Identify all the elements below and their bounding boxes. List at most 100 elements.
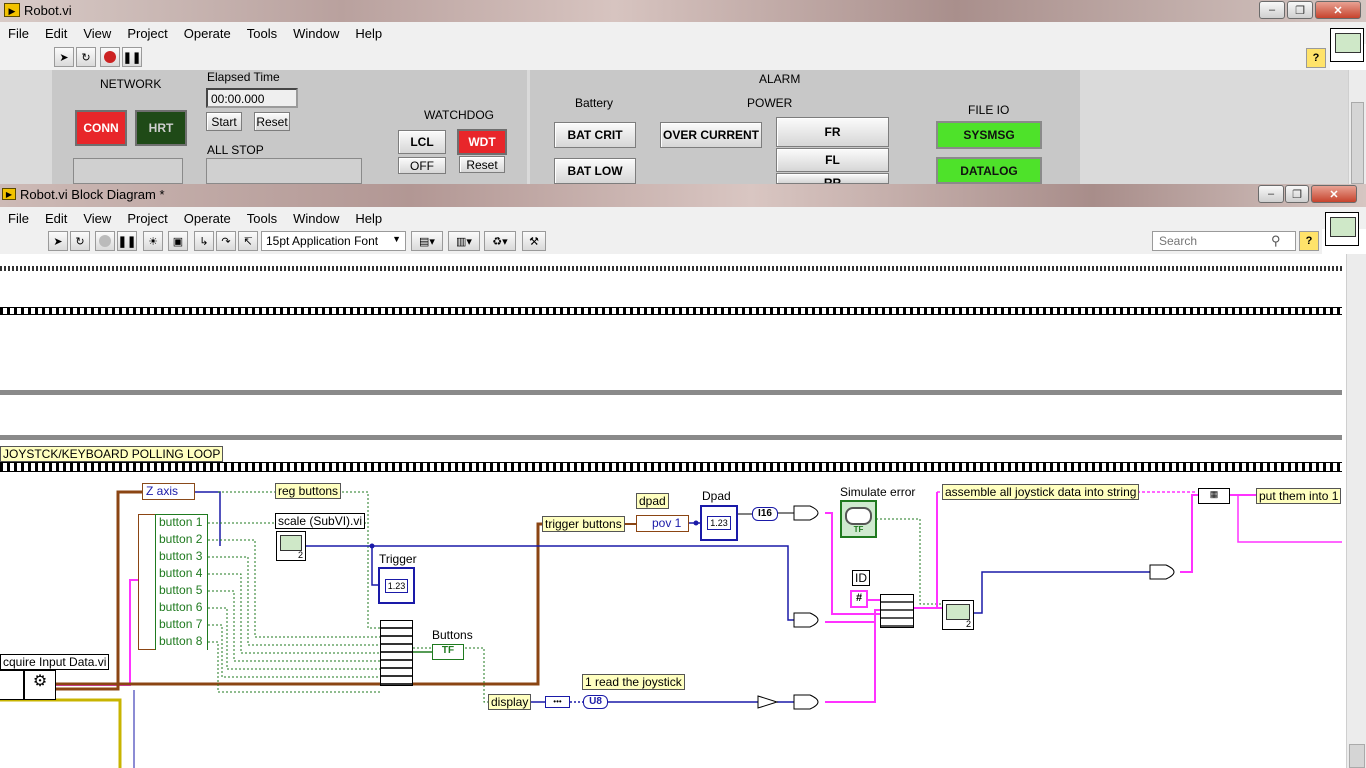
step-over-icon[interactable]: ↷ bbox=[216, 231, 236, 251]
buttons-list: button 1 button 2 button 3 button 4 butt… bbox=[155, 514, 208, 651]
diagram-wires bbox=[0, 490, 1342, 768]
off-button[interactable]: OFF bbox=[398, 157, 446, 174]
network-blank-control[interactable] bbox=[73, 158, 183, 184]
search-input[interactable] bbox=[1157, 233, 1271, 249]
highlight-execution-icon[interactable]: ☀ bbox=[143, 231, 163, 251]
simulate-error-control: TF bbox=[840, 500, 877, 538]
button-6-element: button 6 bbox=[156, 600, 207, 617]
polling-loop-label: JOYSTCK/KEYBOARD POLLING LOOP bbox=[0, 446, 224, 462]
all-stop-button[interactable] bbox=[206, 158, 362, 184]
wdt-led[interactable]: WDT bbox=[457, 129, 507, 155]
menu-edit[interactable]: Edit bbox=[44, 25, 68, 41]
chevron-down-icon: ▼ bbox=[392, 234, 401, 244]
block-diagram-title: Robot.vi Block Diagram * bbox=[20, 187, 165, 202]
bd-run-continuously-icon[interactable]: ↻ bbox=[70, 231, 90, 251]
pause-icon[interactable]: ❚❚ bbox=[122, 47, 142, 67]
scale-subvi-label: scale (SubVI).vi bbox=[275, 513, 366, 529]
menu-project[interactable]: Project bbox=[127, 25, 168, 41]
lcl-button[interactable]: LCL bbox=[398, 130, 446, 154]
fp-minimize-button[interactable]: – bbox=[1259, 1, 1285, 19]
context-help-icon[interactable]: ? bbox=[1306, 48, 1326, 68]
acquire-input-subvi: ⚙ bbox=[24, 670, 56, 700]
bd-menu-project[interactable]: Project bbox=[127, 210, 168, 226]
fp-close-button[interactable]: ✕ bbox=[1315, 1, 1361, 19]
bd-context-help-icon[interactable]: ? bbox=[1299, 231, 1319, 251]
assemble-label: assemble all joystick data into string bbox=[942, 484, 1140, 500]
bd-close-button[interactable]: ✕ bbox=[1311, 185, 1357, 203]
button-5-element: button 5 bbox=[156, 583, 207, 600]
fp-maximize-button[interactable]: ❐ bbox=[1287, 1, 1313, 19]
menu-tools[interactable]: Tools bbox=[246, 25, 278, 41]
bd-pause-icon[interactable]: ❚❚ bbox=[117, 231, 137, 251]
button-3-element: button 3 bbox=[156, 549, 207, 566]
conn-led[interactable]: CONN bbox=[75, 110, 127, 146]
reset-button[interactable]: Reset bbox=[254, 112, 290, 131]
over-current-indicator: OVER CURRENT bbox=[660, 122, 762, 148]
subvi-node-2-num: 2 bbox=[965, 619, 971, 629]
bd-minimize-button[interactable]: – bbox=[1258, 185, 1284, 203]
type-cast-node: ••• bbox=[545, 696, 570, 708]
button-7-element: button 7 bbox=[156, 617, 207, 634]
watchdog-label: WATCHDOG bbox=[424, 108, 494, 122]
menu-file[interactable]: File bbox=[8, 25, 29, 41]
reorder-icon[interactable]: ♻▾ bbox=[484, 231, 516, 251]
case-border bbox=[0, 390, 1342, 395]
bd-menu-view[interactable]: View bbox=[83, 210, 112, 226]
button-unbundle bbox=[138, 514, 156, 650]
fp-scrollbar[interactable] bbox=[1348, 70, 1366, 184]
start-button[interactable]: Start bbox=[206, 112, 242, 131]
bd-menu-operate[interactable]: Operate bbox=[183, 210, 231, 226]
hrt-led[interactable]: HRT bbox=[135, 110, 187, 146]
datalog-led: DATALOG bbox=[936, 157, 1042, 184]
bd-scrollbar[interactable] bbox=[1346, 254, 1366, 768]
run-continuously-icon[interactable]: ↻ bbox=[76, 47, 96, 67]
acquire-input-label: cquire Input Data.vi bbox=[0, 654, 110, 670]
step-into-icon[interactable]: ↳ bbox=[194, 231, 214, 251]
menu-view[interactable]: View bbox=[83, 25, 112, 41]
polling-loop-border bbox=[0, 462, 1342, 472]
bd-run-arrow-icon[interactable]: ➤ bbox=[48, 231, 68, 251]
acquire-input-frame bbox=[0, 670, 24, 700]
pov1-unbundle: pov 1 bbox=[636, 515, 689, 532]
buttons-indicator: TF bbox=[432, 644, 464, 660]
bd-menu-help[interactable]: Help bbox=[355, 210, 383, 226]
search-icon[interactable]: ⚲ bbox=[1271, 233, 1281, 248]
button-4-element: button 4 bbox=[156, 566, 207, 583]
front-panel-titlebar bbox=[0, 0, 1366, 22]
run-arrow-icon[interactable]: ➤ bbox=[54, 47, 74, 67]
align-objects-icon[interactable]: ▤▾ bbox=[411, 231, 443, 251]
loop-border-top bbox=[0, 266, 1342, 271]
bundle-node bbox=[880, 594, 914, 628]
dpad-indicator: 1.23 bbox=[700, 505, 738, 541]
cleanup-diagram-icon[interactable]: ⚒ bbox=[522, 231, 546, 251]
menu-window[interactable]: Window bbox=[293, 25, 340, 41]
bd-menu-edit[interactable]: Edit bbox=[44, 210, 68, 226]
menu-help[interactable]: Help bbox=[355, 25, 383, 41]
display-label: display bbox=[488, 694, 532, 710]
bd-menu-tools[interactable]: Tools bbox=[246, 210, 278, 226]
rr-indicator: RR bbox=[776, 173, 889, 184]
bd-abort-icon[interactable] bbox=[95, 231, 115, 251]
file-io-label: FILE IO bbox=[968, 103, 1010, 117]
bat-low-indicator: BAT LOW bbox=[554, 158, 636, 184]
block-diagram-menubar: File Edit View Project Operate Tools Win… bbox=[0, 207, 1366, 229]
bat-crit-indicator: BAT CRIT bbox=[554, 122, 636, 148]
distribute-objects-icon[interactable]: ▥▾ bbox=[448, 231, 480, 251]
wdt-reset-button[interactable]: Reset bbox=[459, 156, 505, 173]
i16-conversion: I16 bbox=[752, 507, 778, 521]
search-field[interactable]: ⚲ bbox=[1152, 231, 1296, 251]
retain-wire-values-icon[interactable]: ▣ bbox=[168, 231, 188, 251]
elapsed-time-value: 00:00.000 bbox=[206, 88, 298, 108]
alarm-label: ALARM bbox=[759, 72, 801, 86]
bd-vi-connector-icon bbox=[1325, 212, 1359, 246]
menu-operate[interactable]: Operate bbox=[183, 25, 231, 41]
bd-maximize-button[interactable]: ❐ bbox=[1285, 185, 1309, 203]
font-select[interactable]: 15pt Application Font▼ bbox=[261, 231, 406, 251]
bd-menu-file[interactable]: File bbox=[8, 210, 29, 226]
scale-subvi-num: 2 bbox=[297, 550, 303, 560]
button-1-element: button 1 bbox=[156, 515, 207, 532]
trigger-buttons-label: trigger buttons bbox=[542, 516, 625, 532]
bd-menu-window[interactable]: Window bbox=[293, 210, 340, 226]
abort-icon[interactable] bbox=[100, 47, 120, 67]
step-out-icon[interactable]: ↸ bbox=[238, 231, 258, 251]
